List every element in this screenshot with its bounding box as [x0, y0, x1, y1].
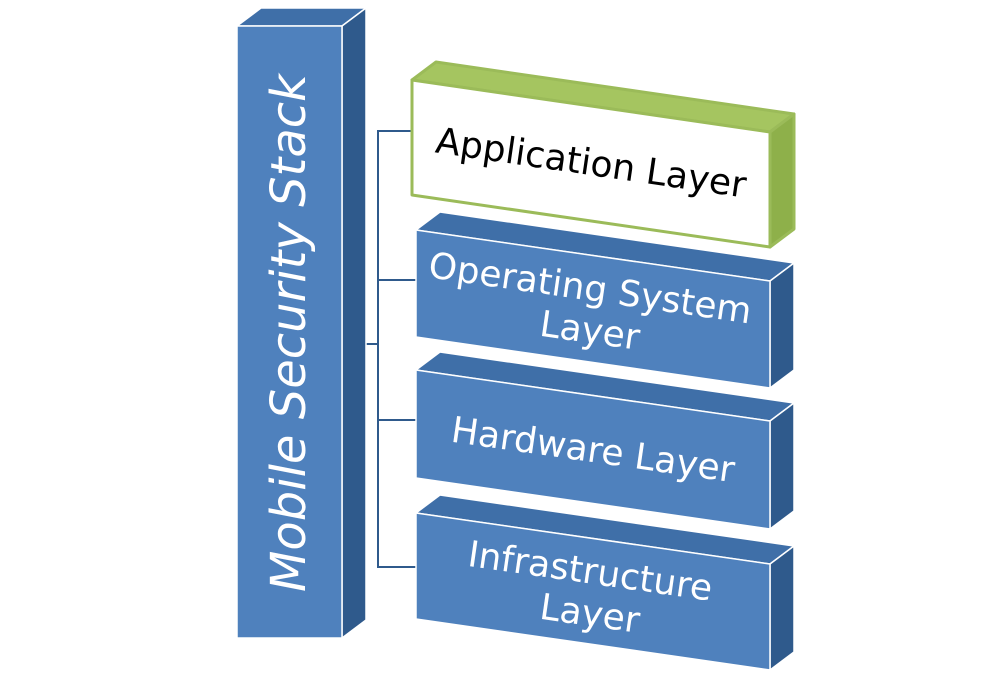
root-box-side-face: [341, 7, 367, 639]
layer-operating-system-side-face: [769, 262, 795, 389]
layer-box-application: Application Layer: [410, 60, 796, 249]
layer-box-hardware: Hardware Layer: [415, 351, 795, 530]
layer-infrastructure-side-face: [769, 545, 795, 671]
layer-hardware-front-face: [415, 369, 771, 530]
layer-box-infrastructure: Infrastructure Layer: [415, 494, 795, 671]
layer-box-operating-system: Operating System Layer: [415, 211, 795, 389]
root-box-front-face: [236, 25, 343, 639]
layer-infrastructure-front-face: [415, 512, 771, 671]
root-box: Mobile Security Stack: [236, 7, 367, 639]
layer-operating-system-front-face: [415, 229, 771, 389]
root-label: Mobile Security Stack: [261, 72, 317, 592]
layer-application-side-face: [768, 112, 796, 249]
layer-application-front-face: [410, 78, 772, 249]
layer-hardware-side-face: [769, 402, 795, 530]
